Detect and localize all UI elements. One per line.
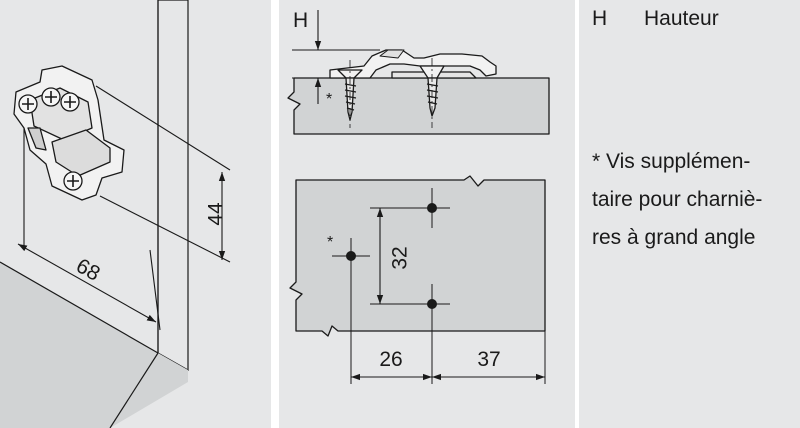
panel-divider-right bbox=[575, 0, 579, 428]
extension-line bbox=[99, 195, 231, 263]
drill-hole-extra bbox=[346, 251, 356, 261]
legend-height-text: Hauteur bbox=[644, 7, 719, 30]
screw-icon bbox=[419, 65, 445, 117]
isometric-cabinet-view bbox=[0, 0, 189, 428]
height-dimension bbox=[292, 10, 380, 104]
legend-height: H Hauteur bbox=[592, 0, 719, 38]
drill-hole-top bbox=[427, 203, 437, 213]
dimension-68-label: 68 bbox=[72, 254, 104, 285]
dimension-32-label: 32 bbox=[389, 246, 412, 269]
section-view bbox=[287, 49, 550, 135]
screw-head-icon bbox=[63, 171, 83, 191]
legend-extra-screw-note: * Vis supplémen- taire pour charniè- res… bbox=[592, 143, 797, 257]
drill-hole-bottom bbox=[427, 299, 437, 309]
dimension-68 bbox=[17, 128, 161, 331]
legend-note-line: res à grand angle bbox=[592, 226, 756, 249]
dimension-line bbox=[17, 243, 157, 323]
board-plan bbox=[289, 175, 546, 337]
extension-line bbox=[95, 85, 231, 171]
extra-screw-marker-plan: * bbox=[327, 234, 333, 251]
screw-head-icon bbox=[60, 92, 80, 112]
dimension-37-label: 37 bbox=[477, 348, 500, 371]
legend-note-line: taire pour charniè- bbox=[592, 188, 763, 211]
dimension-44 bbox=[95, 85, 231, 263]
plan-view bbox=[289, 175, 546, 337]
height-marker-label: H bbox=[293, 9, 308, 32]
dimension-26-label: 26 bbox=[379, 348, 402, 371]
mounting-plate-profile bbox=[329, 49, 497, 79]
mounting-plate-isometric bbox=[13, 65, 125, 201]
screw-head-icon bbox=[41, 87, 61, 107]
dimension-32 bbox=[370, 207, 426, 305]
dimension-44-label: 44 bbox=[205, 202, 228, 226]
screw-head-icon bbox=[18, 94, 38, 114]
extra-screw-marker-section: * bbox=[326, 91, 332, 108]
panel-divider-left bbox=[271, 0, 279, 428]
legend-height-key: H bbox=[592, 7, 608, 30]
legend-note-line: * Vis supplémen- bbox=[592, 150, 751, 173]
cabinet-side-panel-edge bbox=[157, 0, 189, 372]
drill-holes bbox=[332, 188, 546, 384]
